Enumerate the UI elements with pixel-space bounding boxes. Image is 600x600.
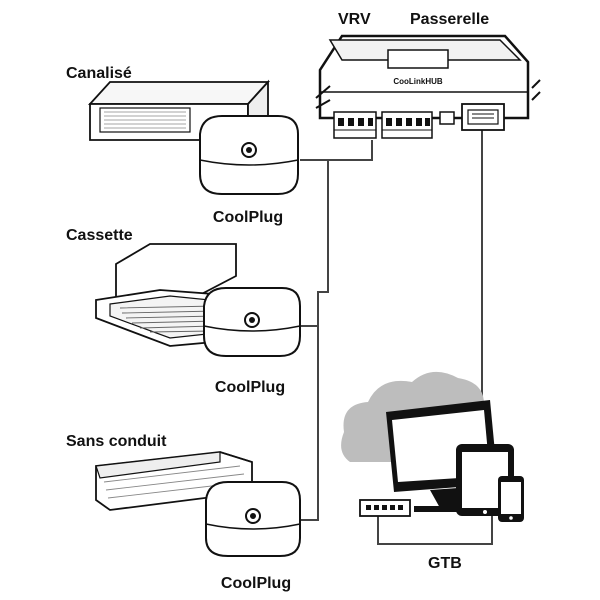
coolplug-label-3: CoolPlug xyxy=(221,575,291,592)
vrv-to-coolplug-bus xyxy=(300,159,329,327)
gtb-bracket xyxy=(377,514,493,545)
coolplug-label-1: CoolPlug xyxy=(213,209,283,226)
terminal-block-right xyxy=(381,111,433,139)
bus-to-coolplug-3 xyxy=(298,292,319,521)
passerelle-label: Passerelle xyxy=(410,11,489,28)
coolinkhub-gateway: CooLinkHUB xyxy=(315,34,541,139)
connection-lines xyxy=(298,130,493,545)
hub-terminal-drop xyxy=(328,140,373,161)
coolplug-device-1 xyxy=(199,115,299,195)
ethernet-port-icon xyxy=(461,103,505,131)
hub-brand-text: CooLinkHUB xyxy=(393,77,443,86)
coolplug-device-2 xyxy=(203,287,301,357)
router-icon xyxy=(359,499,411,517)
gtb-label: GTB xyxy=(428,555,462,572)
vrv-label: VRV xyxy=(338,11,371,28)
coolplug-device-3 xyxy=(205,481,301,557)
coolplug-label-2: CoolPlug xyxy=(215,379,285,396)
hub-small-port xyxy=(439,111,455,125)
canalise-label: Canalisé xyxy=(66,65,132,82)
smartphone-icon xyxy=(498,476,524,522)
terminal-block-left xyxy=(333,111,377,139)
sans-conduit-label: Sans conduit xyxy=(66,433,167,450)
cassette-label: Cassette xyxy=(66,227,133,244)
